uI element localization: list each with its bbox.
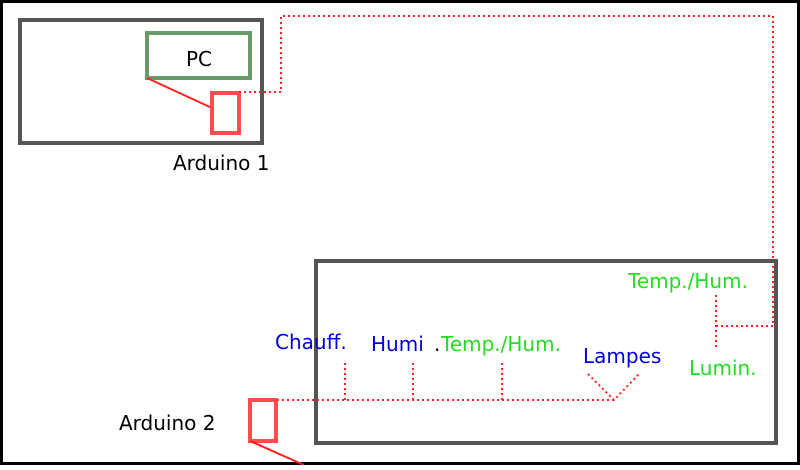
arduino-2-enclosure — [314, 259, 778, 445]
chauff-label: Chauff. — [275, 330, 347, 354]
humi-label: Humi — [371, 332, 424, 356]
pc-label: PC — [186, 47, 212, 71]
lampes-drop — [587, 373, 640, 402]
humi-dot: . — [434, 332, 440, 356]
temp-hum-sensor-top-label: Temp./Hum. — [627, 269, 748, 293]
arduino-2-wire — [249, 440, 305, 466]
lampes-label: Lampes — [583, 344, 661, 368]
arduino-1-label: Arduino 1 — [173, 151, 269, 175]
pc-arduino-1-wire — [146, 77, 213, 109]
arduino-2-label: Arduino 2 — [119, 411, 215, 435]
arduino-2-board — [248, 398, 278, 443]
arduino-1-enclosure — [18, 18, 264, 145]
arduino-1-board — [210, 91, 241, 135]
lumin-sensor-label: Lumin. — [689, 356, 757, 380]
pc-box — [145, 31, 252, 80]
temp-hum-sensor-bottom-label: Temp./Hum. — [440, 332, 561, 356]
